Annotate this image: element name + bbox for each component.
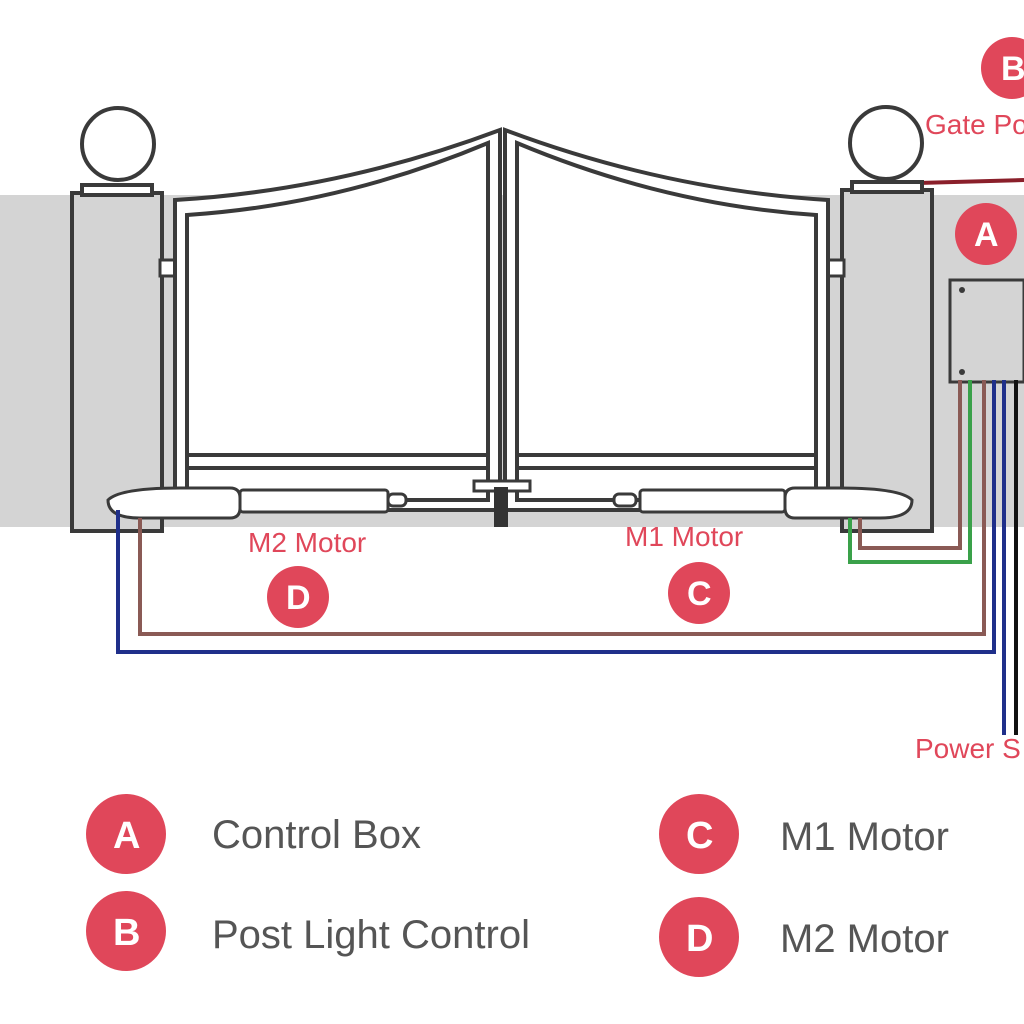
- right-gate-leaf: [503, 127, 830, 512]
- m1-brown-wire: [858, 380, 962, 550]
- legend-item-c-label: M1 Motor: [780, 815, 949, 859]
- m2-motor-label: M2 Motor: [248, 527, 366, 558]
- legend-item-d: D M2 Motor: [659, 897, 949, 977]
- m2-motor-actuator: [106, 486, 478, 520]
- left-post-light-globe: [80, 106, 156, 182]
- m1-green-wire: [848, 380, 972, 564]
- badge-a: A: [955, 203, 1017, 265]
- badge-b: B: [981, 37, 1024, 99]
- left-gate-leaf: [173, 127, 502, 512]
- right-hinge: [826, 258, 846, 278]
- right-post-light-globe: [848, 105, 924, 181]
- badge-d: D: [267, 566, 329, 628]
- right-pillar: [840, 105, 934, 533]
- badge-c: C: [668, 562, 730, 624]
- gate-power-wire: [917, 178, 1024, 185]
- legend-item-b: B Post Light Control: [86, 891, 530, 971]
- power-supply-label: Power S: [915, 733, 1021, 764]
- control-box: [948, 278, 1024, 384]
- wiring: [116, 380, 1018, 735]
- legend-item-c: C M1 Motor: [659, 794, 949, 874]
- badge-c-letter: C: [687, 575, 712, 613]
- legend-item-d-letter: D: [686, 918, 713, 960]
- legend: A Control Box B Post Light Control C M1 …: [86, 794, 949, 977]
- legend-item-a: A Control Box: [86, 794, 421, 874]
- legend-item-a-label: Control Box: [212, 813, 421, 857]
- badge-d-letter: D: [286, 579, 311, 617]
- badge-a-letter: A: [974, 216, 999, 254]
- m2-blue-wire: [116, 380, 996, 654]
- m1-motor-actuator: [528, 486, 914, 520]
- m2-brown-wire: [138, 380, 986, 636]
- center-latch: [472, 479, 532, 527]
- legend-item-b-letter: B: [113, 912, 140, 954]
- m1-motor-label: M1 Motor: [625, 521, 743, 552]
- left-pillar: [70, 106, 164, 533]
- gate-power-label: Gate Po: [925, 109, 1024, 140]
- legend-item-d-label: M2 Motor: [780, 917, 949, 961]
- legend-item-c-letter: C: [686, 815, 713, 857]
- legend-item-b-label: Post Light Control: [212, 913, 530, 957]
- legend-item-a-letter: A: [113, 815, 140, 857]
- badge-b-letter: B: [1001, 50, 1024, 88]
